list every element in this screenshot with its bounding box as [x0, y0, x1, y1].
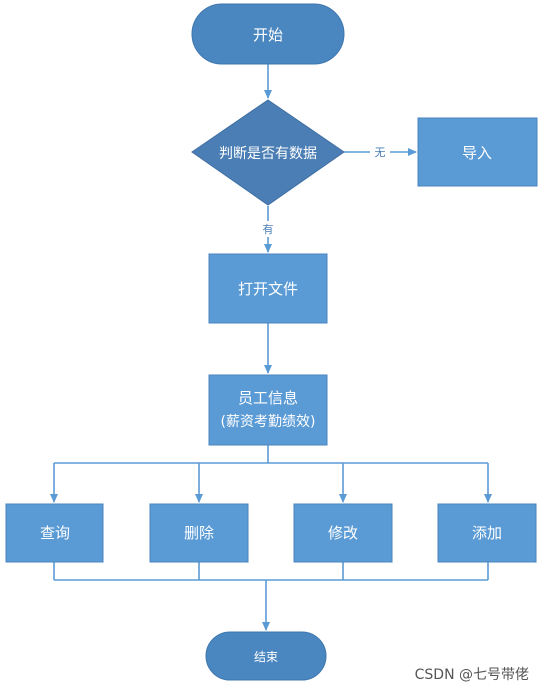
no-label-bg: [370, 144, 390, 160]
end-label: 结束: [254, 650, 278, 664]
edge-label-no: 无: [375, 146, 386, 159]
decision-label: 判断是否有数据: [219, 146, 317, 162]
employee-info-node: 员工信息 (薪资考勤绩效): [208, 374, 328, 446]
query-node: 查询: [5, 503, 104, 563]
add-label: 添加: [472, 524, 502, 542]
end-node: 结束: [205, 631, 327, 681]
edges: [50, 64, 492, 631]
yes-label-bg: [259, 221, 277, 237]
employee-info-label-line2: (薪资考勤绩效): [221, 414, 316, 430]
open-file-label: 打开文件: [238, 280, 298, 298]
import-node: 导入: [417, 117, 538, 187]
delete-node: 删除: [149, 503, 249, 563]
modify-node: 修改: [293, 503, 393, 563]
edge-label-yes: 有: [263, 222, 274, 236]
add-node: 添加: [437, 503, 537, 563]
query-label: 查询: [40, 524, 70, 542]
start-node: 开始: [191, 3, 345, 65]
employee-info-label-line1: 员工信息: [238, 389, 298, 407]
open-file-node: 打开文件: [208, 253, 328, 324]
decision-node: 判断是否有数据: [191, 99, 345, 206]
start-label: 开始: [253, 26, 283, 44]
import-label: 导入: [462, 144, 492, 162]
delete-label: 删除: [184, 524, 214, 542]
watermark: CSDN @七号带佬: [414, 667, 529, 683]
modify-label: 修改: [328, 524, 358, 542]
